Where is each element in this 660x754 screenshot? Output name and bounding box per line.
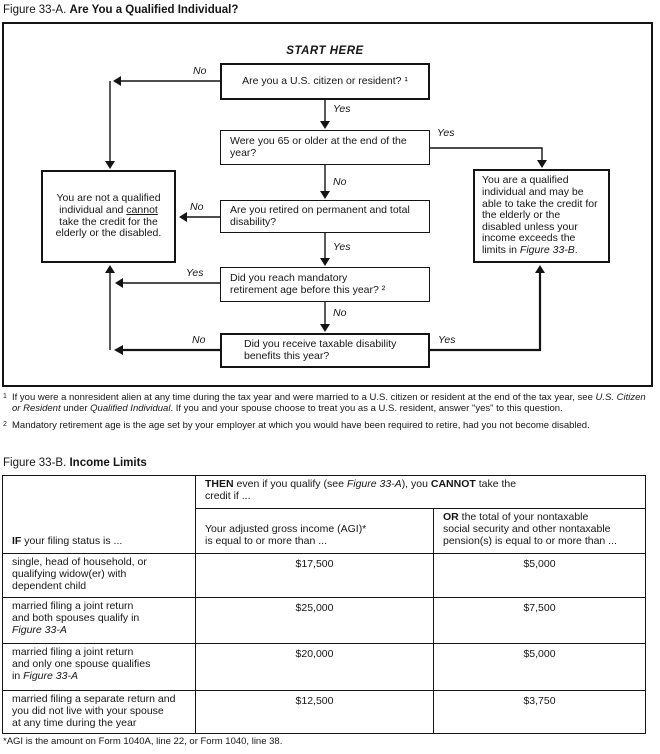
edge-label-q5-no: No xyxy=(192,334,206,346)
figure-33b-heading: Income Limits xyxy=(69,457,147,469)
pension-limit-cell: $7,500 xyxy=(432,597,647,645)
agi-limit-cell: $17,500 xyxy=(195,553,434,599)
pension-limit-cell: $5,000 xyxy=(432,553,647,599)
figure-33a-heading: Are You a Qualified Individual? xyxy=(69,4,239,16)
edge-label-q3-yes: Yes xyxy=(333,241,351,253)
figure-33b-title: Figure 33-B. Income Limits xyxy=(3,457,147,470)
footnote-1: 1 If you were a nonresident alien at any… xyxy=(3,392,646,414)
edge-label-q4-yes: Yes xyxy=(186,267,204,279)
agi-limit-cell: $12,500 xyxy=(195,690,434,734)
pension-limit-cell: $3,750 xyxy=(432,690,647,734)
edge-label-q5-yes: Yes xyxy=(438,334,456,346)
start-here-label: START HERE xyxy=(286,45,364,57)
node-qualified-result: You are a qualified individual and may b… xyxy=(473,169,610,263)
income-limits-table: IF your filing status is ... THEN even i… xyxy=(2,474,647,734)
node-citizen-question: Are you a U.S. citizen or resident? ¹ xyxy=(220,63,430,100)
pension-header: OR the total of your nontaxable social s… xyxy=(432,507,647,555)
agi-limit-cell: $20,000 xyxy=(195,643,434,692)
flowchart-arrows-svg xyxy=(2,22,653,387)
edge-label-q1-no: No xyxy=(193,65,207,77)
edge-label-q3-no: No xyxy=(190,201,204,213)
filing-status-header: IF your filing status is ... xyxy=(2,474,196,555)
edge-label-q2-no: No xyxy=(333,176,347,188)
figure-33b-label: Figure 33-B. xyxy=(3,457,67,469)
edge-label-q1-yes: Yes xyxy=(333,103,351,115)
node-mandatory-retirement-question: Did you reach mandatory retirement age b… xyxy=(220,267,430,302)
footnote-2: 2 Mandatory retirement age is the age se… xyxy=(3,419,590,431)
edge-label-q4-no: No xyxy=(333,307,347,319)
agi-footnote: *AGI is the amount on Form 1040A, line 2… xyxy=(3,736,283,747)
node-age-65-question: Were you 65 or older at the end of the y… xyxy=(220,130,430,165)
pension-limit-cell: $5,000 xyxy=(432,643,647,692)
figure-33a-title: Figure 33-A. Are You a Qualified Individ… xyxy=(3,4,238,17)
qualified-individual-flowchart: START HERE Are you a U.S. citizen or res… xyxy=(2,22,654,388)
flowchart-footnotes: 1 If you were a nonresident alien at any… xyxy=(3,392,656,431)
node-retired-disability-question: Are you retired on permanent and total d… xyxy=(220,200,430,233)
figure-33a-label: Figure 33-A. xyxy=(3,4,67,16)
then-header: THEN even if you qualify (see Figure 33-… xyxy=(194,475,647,509)
agi-header: Your adjusted gross income (AGI)* is equ… xyxy=(195,507,434,555)
agi-limit-cell: $25,000 xyxy=(195,597,434,645)
flowchart-border xyxy=(2,22,653,387)
edge-label-q2-yes: Yes xyxy=(437,127,455,139)
node-not-qualified-result: You are not a qualified individual and c… xyxy=(41,170,176,263)
node-taxable-benefits-question: Did you receive taxable disability benef… xyxy=(220,333,430,368)
